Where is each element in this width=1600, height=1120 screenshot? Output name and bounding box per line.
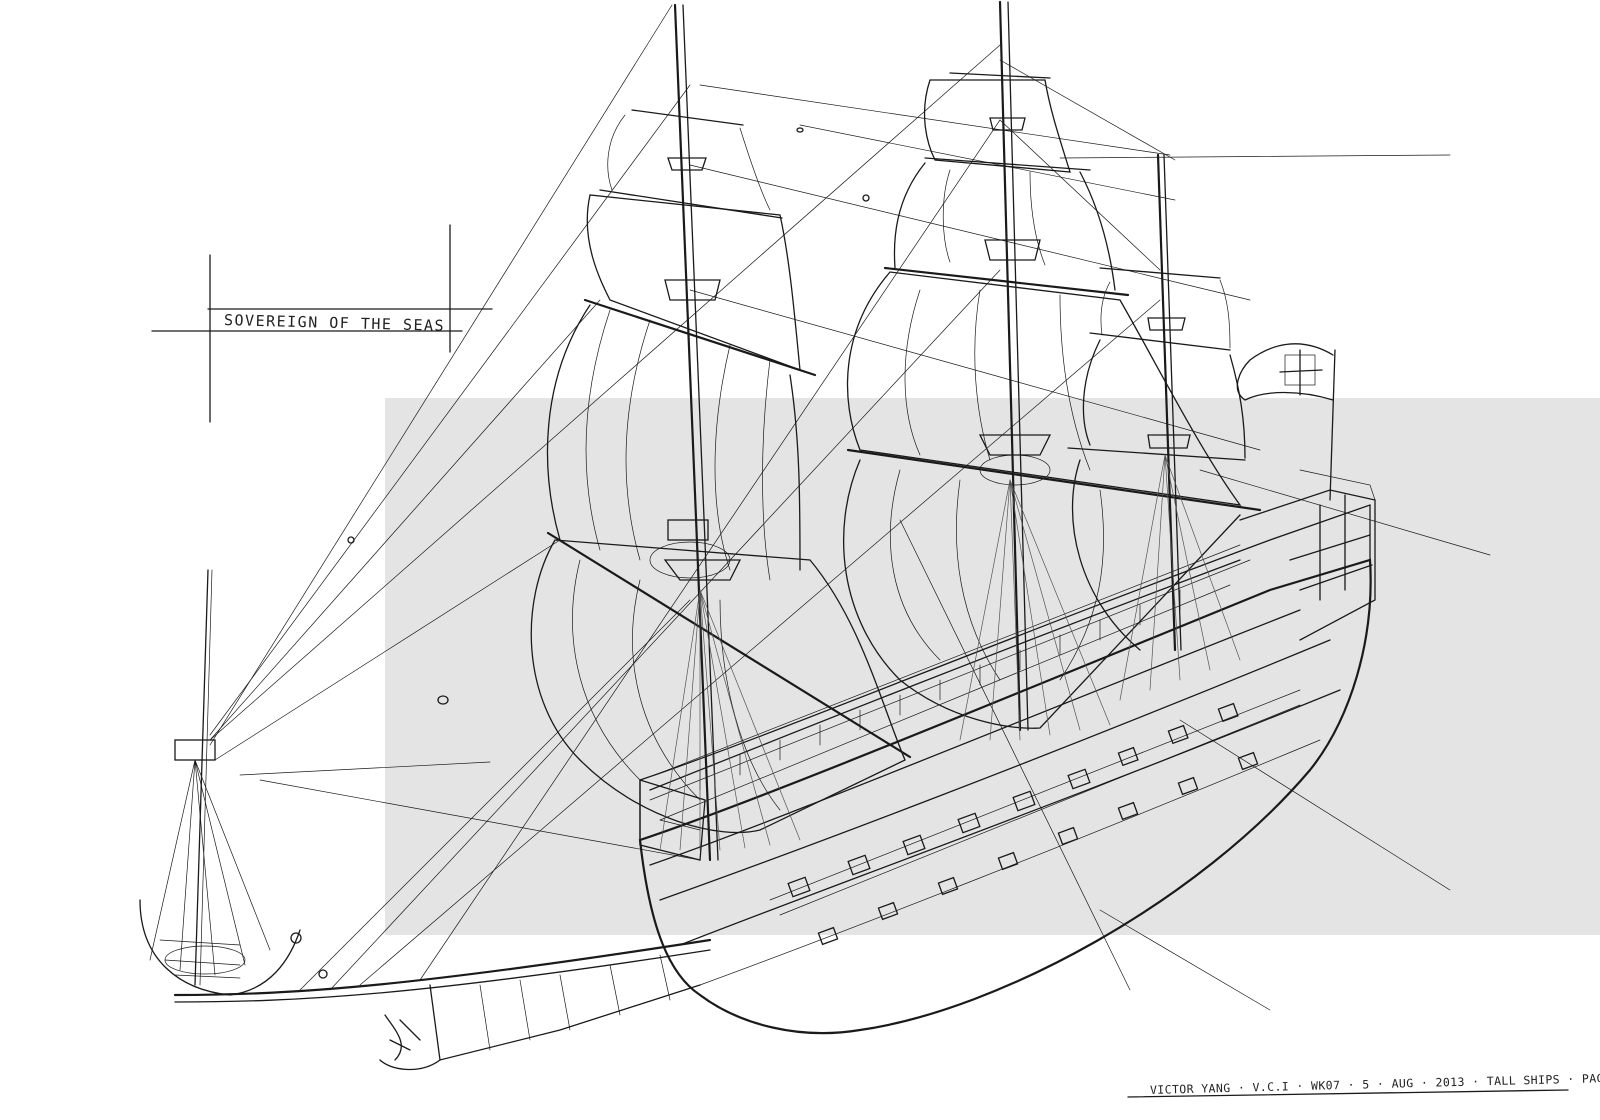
mizzenmast [1067, 153, 1246, 652]
spritsail-mast [139, 569, 301, 996]
deck-railings [649, 544, 1241, 791]
ensign-flag [1236, 343, 1336, 501]
bowsprit [173, 938, 712, 1071]
foremast [530, 3, 912, 862]
ship-hull [638, 469, 1376, 1035]
mainmast [843, 0, 1262, 732]
background-band [385, 398, 1600, 935]
credit-underline [1127, 1089, 1569, 1098]
rigging [209, 4, 1491, 1011]
title-frame [151, 224, 493, 423]
gunports [769, 689, 1301, 946]
